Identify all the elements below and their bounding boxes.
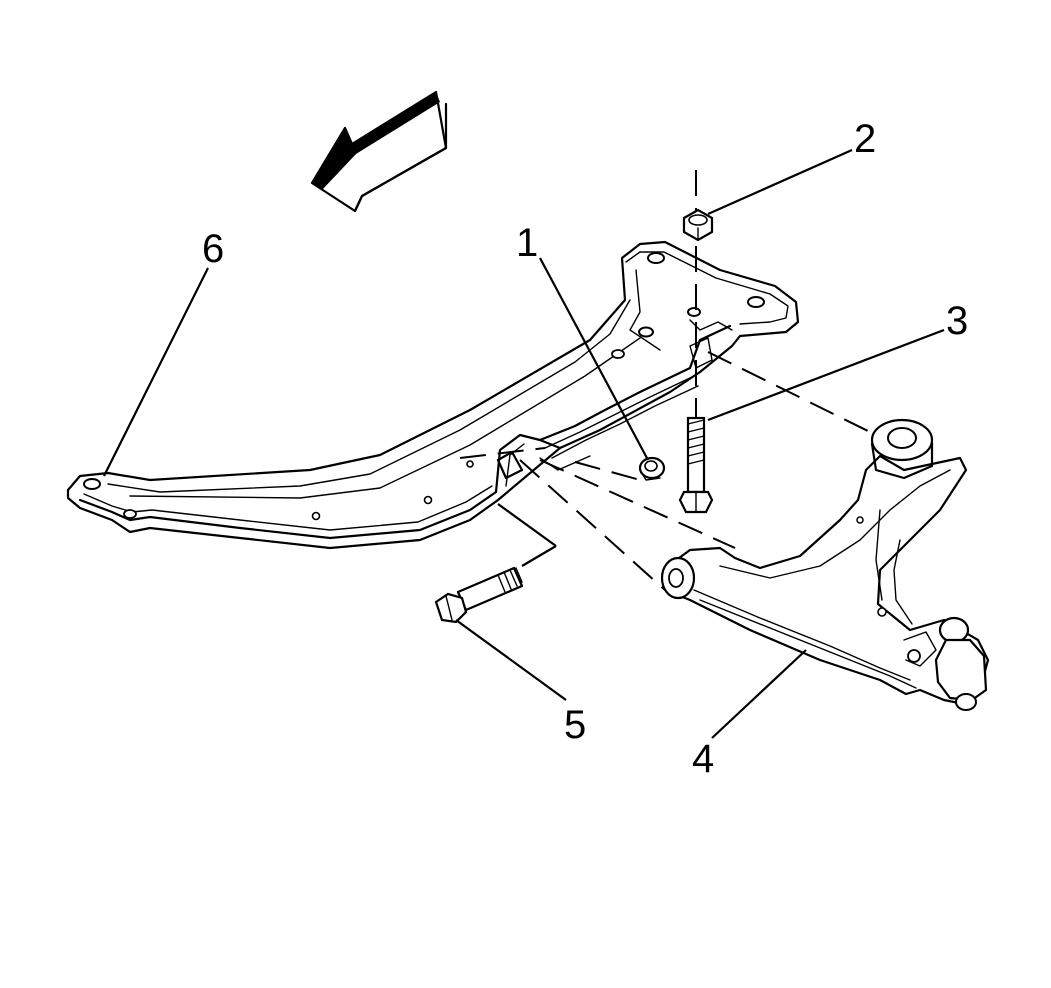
frame-crossmember [66, 240, 800, 550]
bolt-5 [434, 566, 524, 624]
callout-1: 1 [516, 221, 538, 265]
callout-2: 2 [854, 117, 876, 161]
callout-5: 5 [564, 703, 586, 747]
callout-labels: 1 2 3 4 5 6 [202, 117, 968, 781]
leader-lines [103, 148, 945, 739]
nut-2 [682, 208, 714, 242]
callout-3: 3 [946, 299, 968, 343]
forward-direction-arrow-icon [310, 90, 448, 213]
lower-control-arm [660, 418, 990, 711]
callout-4: 4 [692, 737, 714, 781]
nut-1 [638, 456, 666, 481]
callout-6: 6 [202, 227, 224, 271]
bolt-3 [678, 416, 714, 514]
